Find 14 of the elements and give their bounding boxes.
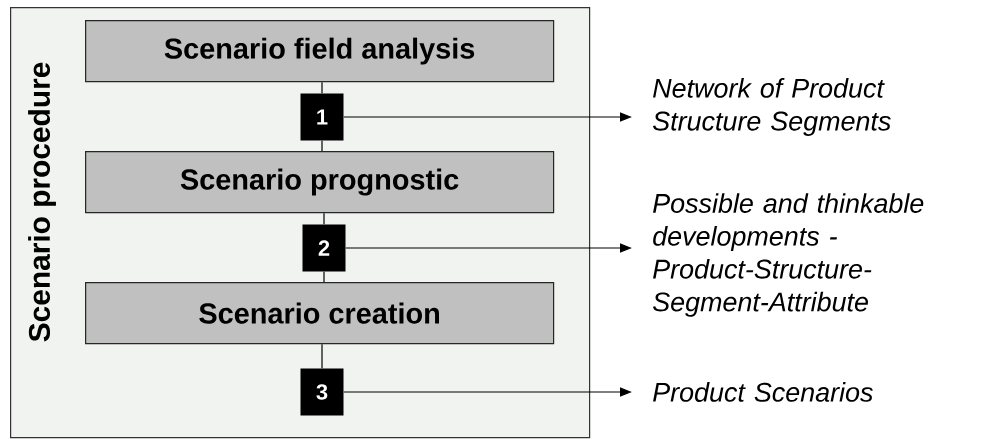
process-box: Scenario field analysis: [85, 20, 555, 83]
result-text: Product Scenarios: [653, 382, 873, 402]
process-box: Scenario creation: [85, 282, 555, 345]
connector-line: [323, 271, 325, 283]
connector-line: [321, 140, 323, 152]
process-box: Scenario prognostic: [85, 151, 555, 214]
step-number: 1: [300, 93, 344, 141]
result-text: Network of Product Structure Segments: [652, 78, 891, 136]
result-text: Possible and thinkable developments - Product-Structure-Segment-Attribute: [652, 193, 924, 317]
connector-line: [323, 212, 325, 225]
connector-line: [321, 343, 323, 369]
step-number: 3: [300, 368, 344, 416]
step-number: 2: [302, 224, 346, 272]
connector-line: [321, 81, 323, 94]
